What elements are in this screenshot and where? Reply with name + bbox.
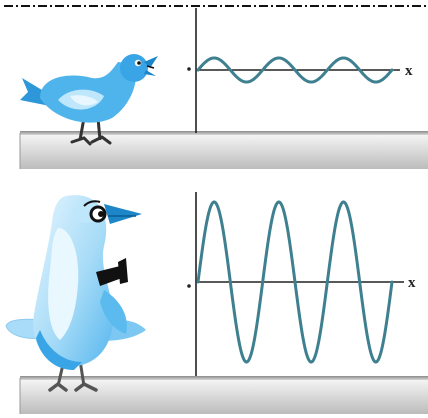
shelf [20, 376, 428, 414]
origin-dot [187, 284, 191, 288]
graph-large-wave: x [187, 192, 416, 376]
x-axis-label: x [405, 63, 413, 79]
x-axis-label: x [408, 275, 416, 291]
small-singing-bird-icon [20, 54, 158, 144]
panel-small-bird: x [20, 8, 428, 169]
large-singing-bird-icon [6, 195, 146, 390]
origin-dot [187, 67, 191, 71]
panel-large-bird: x [6, 192, 428, 414]
graph-small-wave: x [187, 8, 413, 133]
